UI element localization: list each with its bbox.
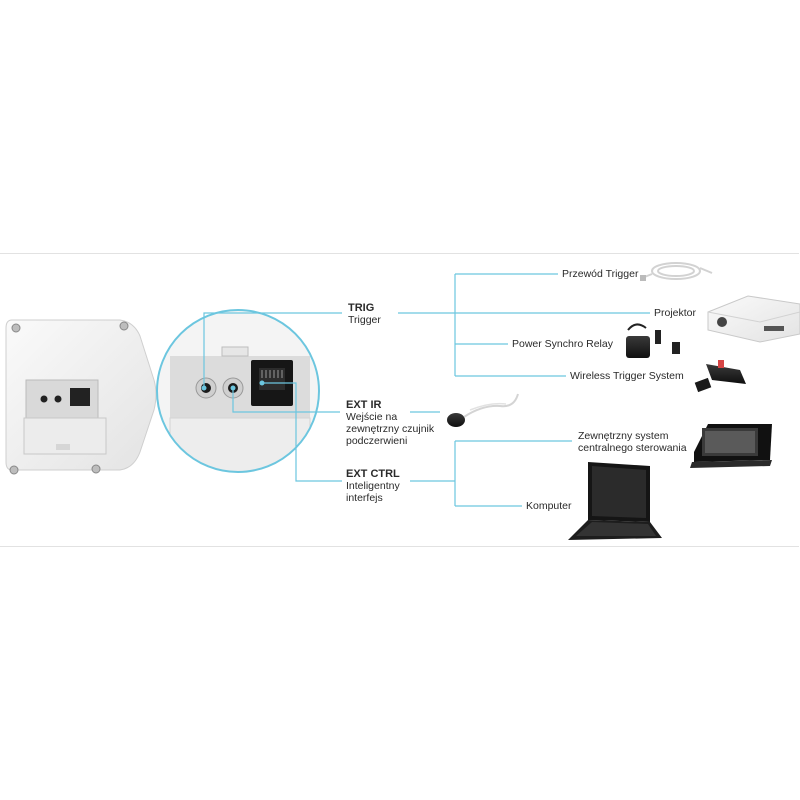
ext-ctrl-port-dot (260, 381, 265, 386)
ext-ir-desc-line: Wejście na (346, 411, 434, 423)
ext-ctrl-desc-line: Inteligentny (346, 480, 400, 492)
screw-icon (120, 322, 128, 330)
trigger-cable-icon (640, 263, 712, 281)
accessory-trigger-cable-label: Przewód Trigger (562, 268, 638, 280)
accessory-computer-label: Komputer (526, 500, 572, 512)
screw-icon (12, 324, 20, 332)
wireless-trigger-icon (695, 360, 746, 392)
laptop-icon (568, 462, 662, 540)
accessory-projector-label: Projektor (654, 307, 696, 319)
power-relay-icon (626, 324, 680, 358)
screw-icon (92, 465, 100, 473)
ir-sensor-icon (447, 394, 518, 427)
port-closeup-icon (150, 300, 330, 488)
ext-ir-label: EXT IR Wejście na zewnętrzny czujnik pod… (346, 399, 434, 447)
ext-ctrl-label: EXT CTRL Inteligentny interfejs (346, 468, 400, 504)
trig-label: TRIG Trigger (348, 302, 381, 326)
ext-ctrl-title: EXT CTRL (346, 468, 400, 480)
trig-title: TRIG (348, 302, 381, 314)
accessory-control-system-label: Zewnętrzny system centralnego sterowania (578, 430, 687, 454)
control-system-line: centralnego sterowania (578, 442, 687, 454)
ext-ir-port-dot (231, 386, 236, 391)
ext-ir-desc-line: zewnętrzny czujnik (346, 423, 434, 435)
screw-icon (10, 466, 18, 474)
trig-desc: Trigger (348, 314, 381, 326)
accessory-relay-label: Power Synchro Relay (512, 338, 613, 350)
accessory-wireless-label: Wireless Trigger System (570, 370, 684, 382)
screen-housing-icon (6, 320, 156, 474)
trig-port-dot (202, 386, 207, 391)
control-system-line: Zewnętrzny system (578, 430, 687, 442)
ext-ctrl-desc-line: interfejs (346, 492, 400, 504)
control-panel-icon (690, 424, 772, 468)
projector-icon (708, 296, 800, 342)
ext-ir-title: EXT IR (346, 399, 434, 411)
ext-ir-desc-line: podczerwieni (346, 435, 434, 447)
